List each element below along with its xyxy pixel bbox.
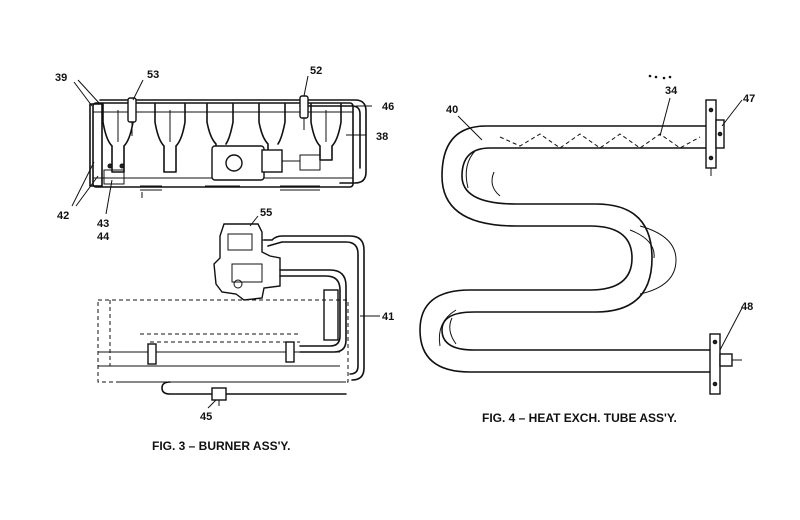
callout-45: 45 <box>200 411 212 423</box>
fig3-burner-assembly: 39 53 52 46 38 42 43 44 55 41 45 FIG. 3 … <box>55 65 394 453</box>
manifold-bracket <box>103 163 320 198</box>
fig3-caption: FIG. 3 – BURNER ASS'Y. <box>152 439 290 453</box>
callout-44: 44 <box>97 231 110 243</box>
callout-42: 42 <box>57 210 69 222</box>
callout-34: 34 <box>665 85 678 97</box>
burner-manifold <box>89 99 367 188</box>
callout-52: 52 <box>310 65 322 77</box>
igniter-52 <box>299 95 309 130</box>
fig4-caption: FIG. 4 – HEAT EXCH. TUBE ASS'Y. <box>482 411 677 425</box>
burner-tubes <box>102 103 342 173</box>
manifold-valve-block <box>211 145 321 181</box>
callout-53: 53 <box>147 69 159 81</box>
gas-tube-41 <box>263 235 365 381</box>
callout-55: 55 <box>260 207 272 219</box>
callout-48: 48 <box>741 301 753 313</box>
baffle-34 <box>499 133 701 149</box>
fig4-heat-exchanger: 40 34 47 48 FIG. 4 – HEAT EXCH. TUBE ASS… <box>419 74 755 425</box>
callout-43: 43 <box>97 218 109 230</box>
scan-specks <box>648 74 672 80</box>
gas-valve-55 <box>213 223 281 301</box>
flange-48 <box>709 333 742 395</box>
flange-47 <box>705 99 725 176</box>
lower-burner-rack <box>97 299 349 406</box>
callout-46: 46 <box>382 101 394 113</box>
callout-39: 39 <box>55 72 67 84</box>
heat-exchanger-tube <box>419 125 713 373</box>
callout-41: 41 <box>382 311 394 323</box>
fig3-leaders <box>71 75 380 409</box>
igniter-53 <box>127 97 137 136</box>
callout-38: 38 <box>376 131 388 143</box>
callout-47: 47 <box>743 93 755 105</box>
callout-40: 40 <box>446 104 458 116</box>
fig4-leaders <box>457 97 743 351</box>
